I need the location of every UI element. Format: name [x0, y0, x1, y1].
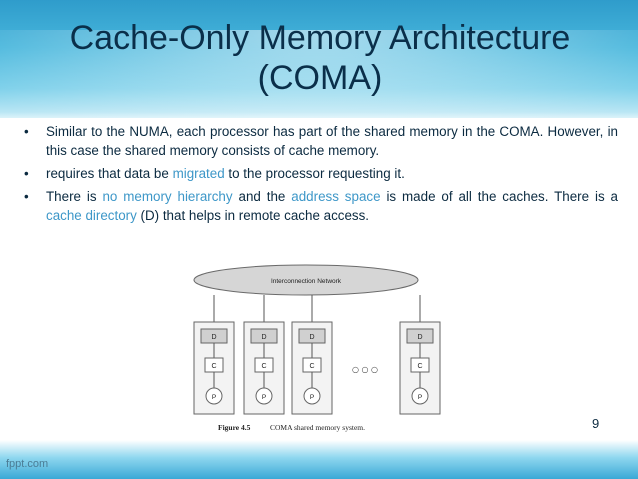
bullet-list: • Similar to the NUMA, each processor ha…	[22, 122, 618, 229]
ellipsis-indicator: ○ ○ ○	[352, 365, 378, 374]
page-number: 9	[592, 416, 600, 431]
footer-band	[0, 440, 638, 479]
bullet-dot: •	[24, 189, 29, 204]
bullet-3-highlight-address-space: address space	[291, 189, 381, 204]
bullet-item-1: • Similar to the NUMA, each processor ha…	[22, 122, 618, 160]
figure-caption-text: COMA shared memory system.	[270, 423, 365, 432]
bullet-3-text-c: is made of all the caches. There is a	[380, 189, 619, 204]
coma-figure: Interconnection Network D C P D	[188, 260, 458, 438]
node-3: D C P	[291, 295, 333, 415]
bullet-3-text-a: There is	[46, 189, 103, 204]
watermark-text: fppt.com	[6, 458, 49, 470]
node-2-processor-label: P	[262, 394, 266, 401]
bullet-3-highlight-cache-directory: cache directory	[46, 208, 137, 223]
interconnection-network	[193, 264, 419, 296]
node-1-directory-label: D	[211, 334, 216, 341]
bullet-2-text-a: requires that data be	[46, 166, 173, 181]
node-3-directory-label: D	[309, 334, 314, 341]
node-1-processor	[205, 387, 223, 405]
bullet-3-text-b: and the	[232, 189, 292, 204]
node-2: D C P	[243, 295, 285, 415]
node-4-directory-label: D	[417, 334, 422, 341]
figure-caption-number: Figure 4.5	[218, 423, 251, 432]
coma-diagram: Interconnection Network D C P D	[188, 260, 458, 438]
title-line-1: Cache-Only Memory Architecture	[69, 19, 571, 57]
node-3-processor	[303, 387, 321, 405]
node-1-processor-label: P	[212, 394, 216, 401]
node-1: D C P	[193, 295, 235, 415]
title-line-2: (COMA)	[257, 59, 383, 97]
bullet-dot: •	[24, 124, 29, 139]
node-2-cache-label: C	[261, 363, 266, 370]
node-2-processor	[255, 387, 273, 405]
bullet-2-highlight-migrated: migrated	[172, 166, 225, 181]
node-4: D C P	[399, 295, 441, 415]
node-3-processor-label: P	[310, 394, 314, 401]
bullet-3-highlight-no-memory-hierarchy: no memory hierarchy	[102, 189, 233, 204]
network-label: Interconnection Network	[271, 278, 342, 285]
bullet-item-3: • There is no memory hierarchy and the a…	[22, 187, 618, 225]
node-3-cache-label: C	[309, 363, 314, 370]
bullet-1-text: Similar to the NUMA, each processor has …	[46, 124, 618, 158]
bullet-dot: •	[24, 166, 29, 181]
slide-title: Cache-Only Memory Architecture (COMA)	[40, 18, 600, 98]
node-4-processor-label: P	[418, 394, 422, 401]
node-4-cache-label: C	[417, 363, 422, 370]
bullet-3-text-d: (D) that helps in remote cache access.	[136, 208, 370, 223]
bullet-2-text-b: to the processor requesting it.	[224, 166, 405, 181]
node-1-cache-label: C	[211, 363, 216, 370]
node-4-processor	[411, 387, 429, 405]
node-2-directory-label: D	[261, 334, 266, 341]
bullet-item-2: • requires that data be migrated to the …	[22, 164, 618, 183]
